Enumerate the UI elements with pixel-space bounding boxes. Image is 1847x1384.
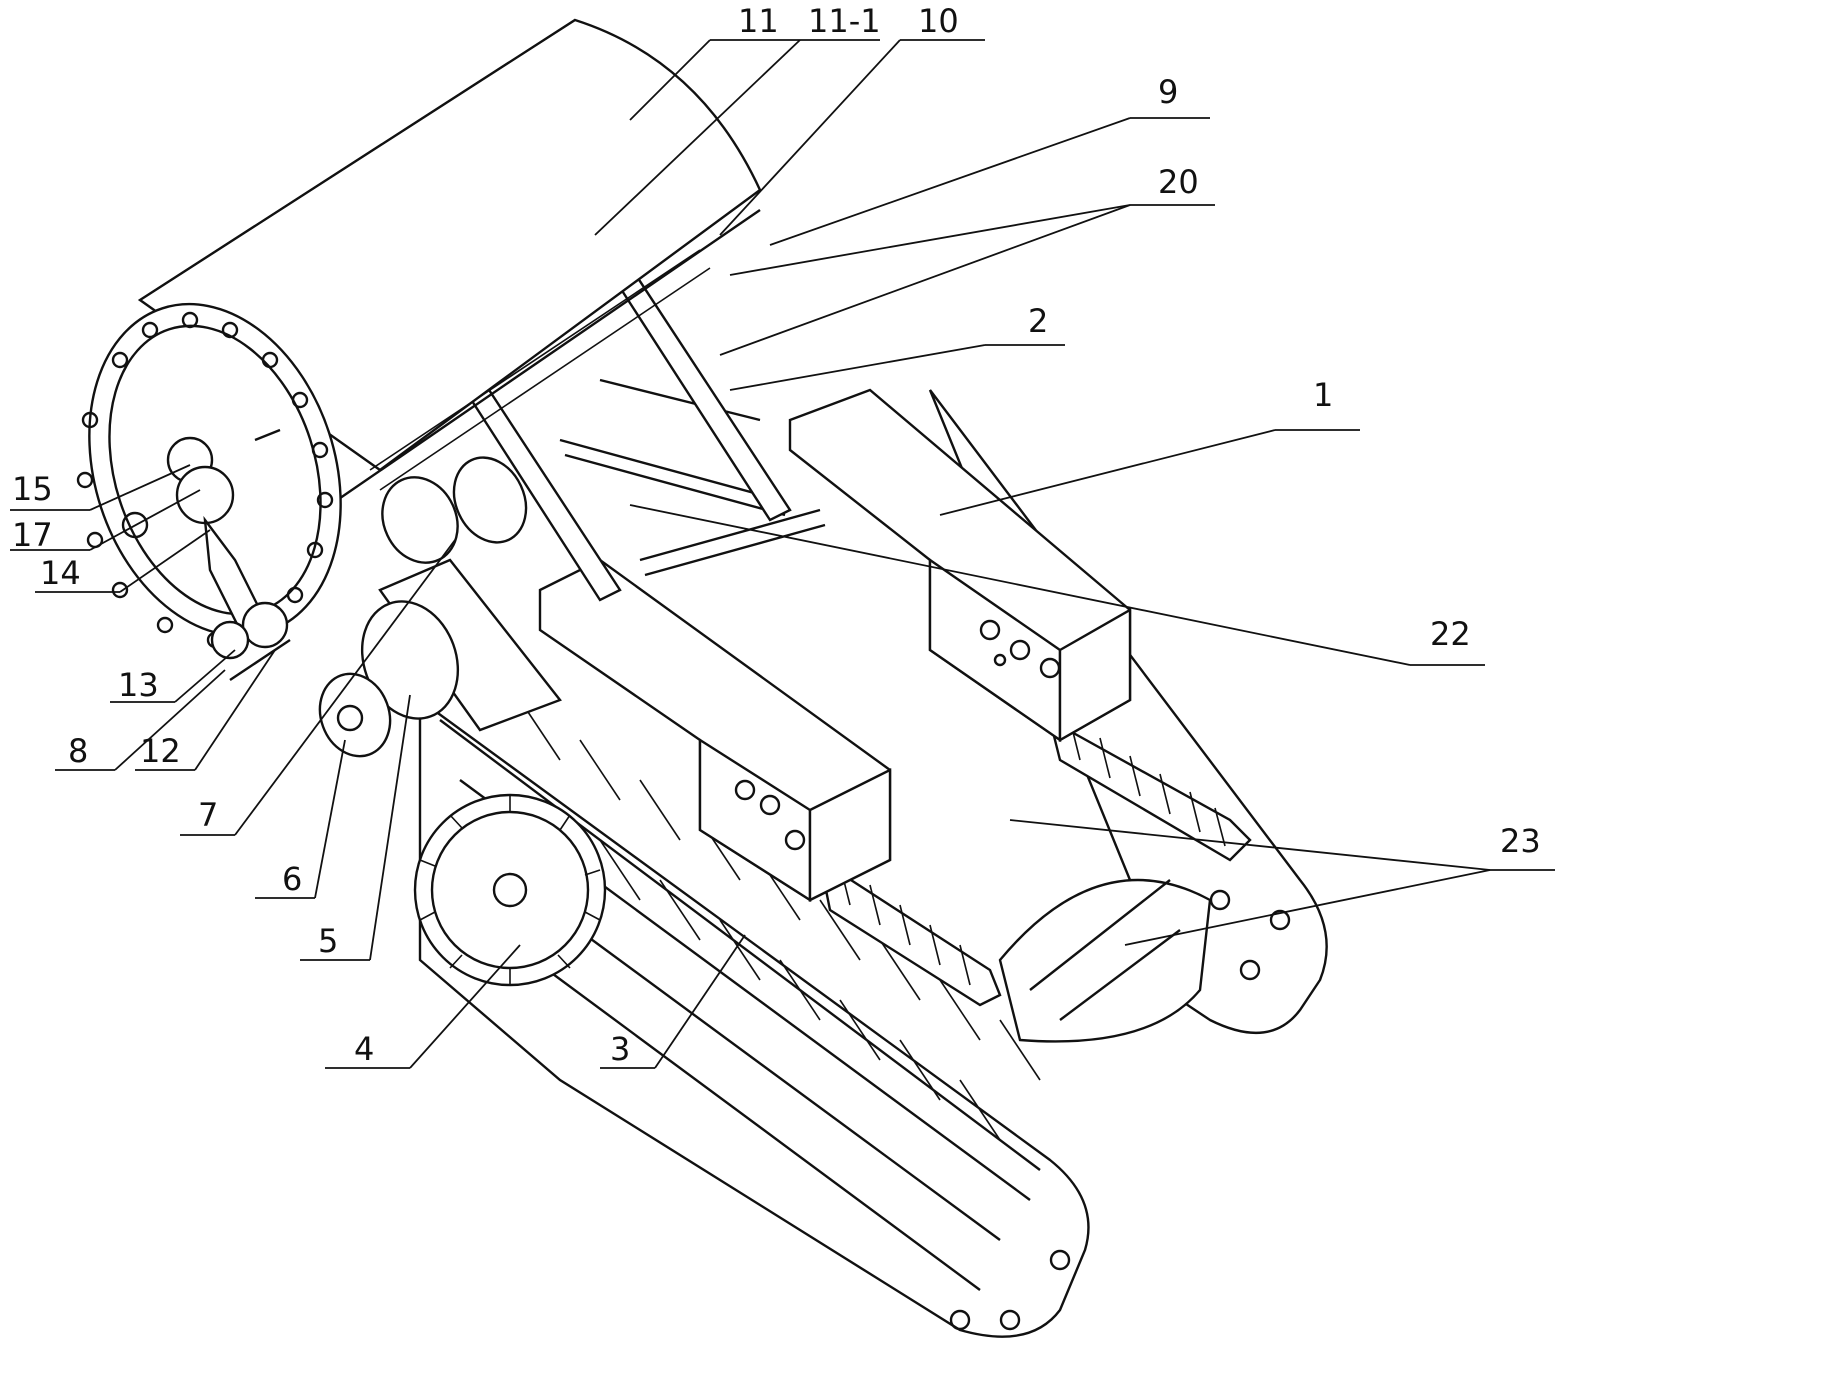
callout-14: 14 [40,554,81,592]
callout-11: 11 [738,2,779,40]
callout-23: 23 [1500,822,1541,860]
callout-11-1: 11-1 [808,2,881,40]
callout-9: 9 [1158,73,1178,111]
callout-20: 20 [1158,163,1199,201]
callout-1: 1 [1313,376,1333,414]
callout-4: 4 [354,1030,374,1068]
callout-17: 17 [12,516,53,554]
callout-12: 12 [140,732,181,770]
callout-6: 6 [282,860,302,898]
callout-3: 3 [610,1030,630,1068]
callout-2: 2 [1028,302,1048,340]
callout-13: 13 [118,666,159,704]
guide-shafts [560,380,825,575]
callout-22: 22 [1430,615,1471,653]
callout-10: 10 [918,2,959,40]
callout-15: 15 [12,470,53,508]
callout-7: 7 [198,796,218,834]
callout-8: 8 [68,732,88,770]
cylinder-drum [48,20,760,669]
callout-5: 5 [318,922,338,960]
